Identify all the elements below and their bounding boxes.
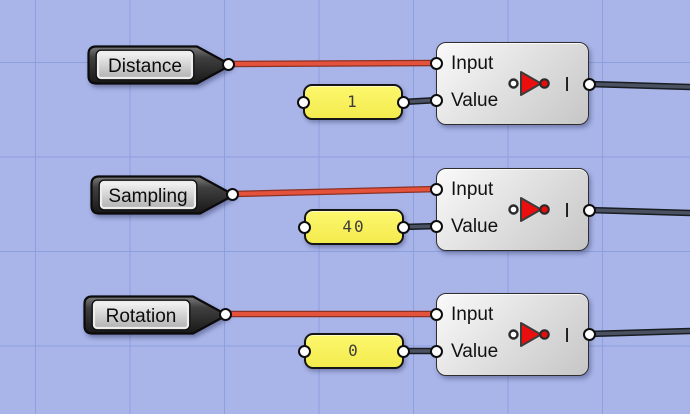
panel-input-port[interactable] xyxy=(296,95,310,109)
component-sampling[interactable]: Input Value I xyxy=(436,168,589,251)
wire-red-distance[interactable] xyxy=(227,59,439,68)
red-arrow-icon xyxy=(508,197,550,222)
red-arrow-icon xyxy=(508,322,550,347)
number-panel-distance[interactable]: 1 xyxy=(303,84,403,120)
component-value-port[interactable] xyxy=(429,93,443,107)
output-port-label: I xyxy=(564,200,570,222)
component-input-port[interactable] xyxy=(429,182,443,196)
component-rotation[interactable]: Input Value I xyxy=(436,293,589,376)
wire-red-sampling[interactable] xyxy=(231,185,439,198)
component-input-port[interactable] xyxy=(429,307,443,321)
component-value-port[interactable] xyxy=(429,344,443,358)
tag-rotation[interactable]: Rotation xyxy=(81,293,231,337)
wire-output-distance[interactable] xyxy=(587,80,690,91)
component-output-port[interactable] xyxy=(582,77,596,91)
tag-output-port[interactable] xyxy=(221,57,235,71)
wire-output-sampling[interactable] xyxy=(587,206,690,217)
panel-output-port[interactable] xyxy=(396,344,410,358)
number-panel-rotation[interactable]: 0 xyxy=(304,333,404,369)
panel-output-port[interactable] xyxy=(396,95,410,109)
tag-sampling[interactable]: Sampling xyxy=(88,173,238,217)
output-port-label: I xyxy=(564,74,570,96)
component-input-port[interactable] xyxy=(429,56,443,70)
input-port-label: Input xyxy=(451,53,494,74)
tag-output-port[interactable] xyxy=(218,307,232,321)
component-output-port[interactable] xyxy=(582,203,596,217)
tag-label: Distance xyxy=(108,56,182,77)
output-port-label: I xyxy=(564,325,570,347)
input-port-label: Input xyxy=(451,304,494,325)
input-port-label: Input xyxy=(451,179,494,200)
tag-label: Sampling xyxy=(108,186,187,207)
component-output-port[interactable] xyxy=(582,327,596,341)
value-port-label: Value xyxy=(451,216,499,237)
panel-input-port[interactable] xyxy=(297,344,311,358)
red-arrow-icon xyxy=(508,71,550,96)
wire-output-rotation[interactable] xyxy=(587,327,690,338)
value-port-label: Value xyxy=(451,341,499,362)
tag-output-port[interactable] xyxy=(225,187,239,201)
panel-output-port[interactable] xyxy=(396,220,410,234)
tag-distance[interactable]: Distance xyxy=(85,43,235,87)
tag-label: Rotation xyxy=(106,306,177,327)
panel-input-port[interactable] xyxy=(297,220,311,234)
number-panel-sampling[interactable]: 40 xyxy=(304,209,404,245)
component-distance[interactable]: Input Value I xyxy=(436,42,589,125)
value-port-label: Value xyxy=(451,90,499,111)
component-value-port[interactable] xyxy=(429,219,443,233)
